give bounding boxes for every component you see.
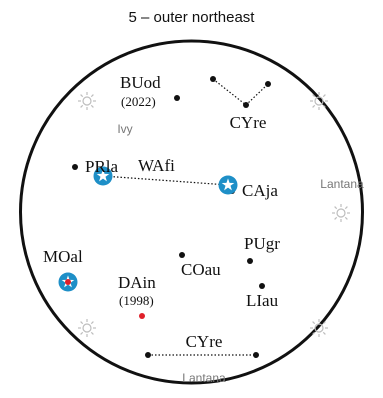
point-liau[interactable] bbox=[259, 283, 265, 289]
region-label-ivy: Ivy bbox=[117, 122, 132, 136]
label-buod-year: (2022) bbox=[121, 94, 156, 109]
map-title: 5 – outer northeast bbox=[129, 9, 256, 26]
point-cyre-north-left[interactable] bbox=[210, 76, 216, 82]
label-cyre-south: CYre bbox=[186, 332, 223, 351]
point-prla[interactable] bbox=[72, 164, 78, 170]
sun-compass-icon bbox=[310, 319, 328, 337]
point-pugr[interactable] bbox=[247, 258, 253, 264]
point-buod[interactable] bbox=[174, 95, 180, 101]
point-cyre-north-right[interactable] bbox=[265, 81, 271, 87]
label-dain: DAin bbox=[118, 273, 156, 292]
point-dain[interactable] bbox=[139, 313, 145, 319]
label-wafi: WAfi bbox=[138, 156, 175, 175]
point-coau[interactable] bbox=[179, 252, 185, 258]
label-cyre-north: CYre bbox=[230, 113, 267, 132]
label-liau: LIau bbox=[246, 291, 279, 310]
label-dain-year: (1998) bbox=[119, 293, 154, 308]
sun-compass-icon bbox=[78, 319, 96, 337]
map-boundary bbox=[19, 39, 364, 385]
sun-compass-icon bbox=[78, 92, 96, 110]
point-cyre-south-left[interactable] bbox=[145, 352, 151, 358]
star-marker-icon[interactable] bbox=[93, 166, 113, 186]
label-buod: BUod bbox=[120, 73, 161, 92]
label-pugr: PUgr bbox=[244, 234, 280, 253]
label-coau: COau bbox=[181, 260, 221, 279]
target-marker-icon[interactable] bbox=[58, 272, 78, 292]
sun-compass-icon bbox=[310, 92, 328, 110]
region-label-lantana-south: Lantana bbox=[182, 371, 226, 385]
label-moal: MOal bbox=[43, 247, 83, 266]
label-prla: PRla bbox=[85, 157, 119, 176]
point-cyre-south-right[interactable] bbox=[253, 352, 259, 358]
point-cyre-north[interactable] bbox=[243, 102, 249, 108]
label-caja: CAja bbox=[242, 181, 278, 200]
connector-line bbox=[212, 78, 247, 106]
region-label-lantana-east: Lantana bbox=[320, 177, 364, 191]
sun-compass-icon bbox=[332, 204, 350, 222]
star-marker-icon[interactable] bbox=[218, 175, 238, 195]
connector-line bbox=[245, 83, 269, 106]
